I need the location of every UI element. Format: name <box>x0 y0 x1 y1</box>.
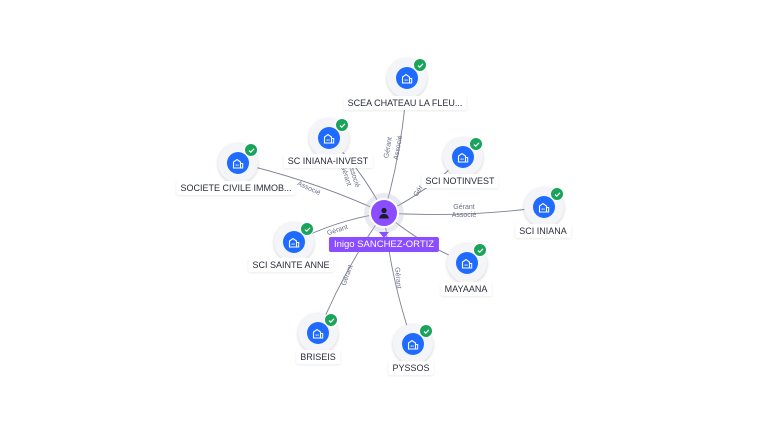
building-icon <box>452 146 474 168</box>
company-label-societe-civile[interactable]: SOCIETE CIVILE IMMOB... <box>176 181 296 195</box>
company-label-scea[interactable]: SCEA CHATEAU LA FLEU... <box>343 96 467 110</box>
verified-check-icon <box>413 58 427 72</box>
company-label-sc-iniana-invest[interactable]: SC INIANA-INVEST <box>283 154 373 168</box>
center-pin <box>379 232 389 238</box>
company-node-mayaana[interactable] <box>447 243 487 283</box>
verified-check-icon <box>300 222 314 236</box>
company-label-briseis[interactable]: BRISEIS <box>296 350 340 364</box>
building-icon <box>307 322 329 344</box>
center-person-label[interactable]: Inigo SANCHEZ-ORTIZ <box>328 237 440 252</box>
company-label-sci-notinvest[interactable]: SCI NOTINVEST <box>421 174 499 188</box>
company-label-sci-iniana[interactable]: SCI INIANA <box>515 224 571 238</box>
company-node-sci-iniana[interactable] <box>524 187 564 227</box>
building-icon <box>283 231 305 253</box>
building-icon <box>227 152 249 174</box>
company-label-sci-sainte-anne[interactable]: SCI SAINTE ANNE <box>248 258 334 272</box>
center-person-node[interactable] <box>364 193 404 233</box>
company-node-scea[interactable] <box>387 58 427 98</box>
verified-check-icon <box>473 243 487 257</box>
person-icon <box>369 198 399 228</box>
edge-role-label: Gérant <box>453 204 474 211</box>
company-label-pyssos[interactable]: PYSSOS <box>388 361 434 375</box>
verified-check-icon <box>244 143 258 157</box>
company-node-sci-notinvest[interactable] <box>443 137 483 177</box>
company-node-sc-iniana-invest[interactable] <box>309 118 349 158</box>
company-node-societe-civile[interactable] <box>218 143 258 183</box>
building-icon <box>396 67 418 89</box>
verified-check-icon <box>419 324 433 338</box>
company-node-briseis[interactable] <box>298 313 338 353</box>
building-icon <box>456 252 478 274</box>
verified-check-icon <box>469 137 483 151</box>
verified-check-icon <box>324 313 338 327</box>
building-icon <box>533 196 555 218</box>
verified-check-icon <box>550 187 564 201</box>
building-icon <box>318 127 340 149</box>
edge-role-label: Associé <box>452 212 477 219</box>
edge-role-label: Gérant <box>393 267 402 289</box>
edge-role-label: Associé <box>393 135 404 160</box>
verified-check-icon <box>335 118 349 132</box>
edge-role-label: Gérant <box>383 137 394 159</box>
building-icon <box>402 333 424 355</box>
company-node-sci-sainte-anne[interactable] <box>274 222 314 262</box>
company-label-mayaana[interactable]: MAYAANA <box>440 282 492 296</box>
company-node-pyssos[interactable] <box>393 324 433 364</box>
